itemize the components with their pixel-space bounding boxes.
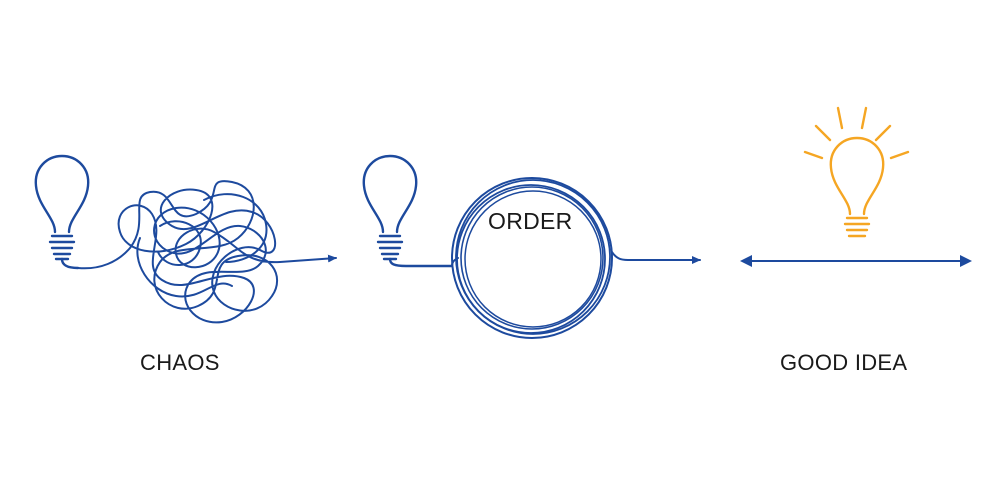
chaos-bulb-icon: [34, 154, 90, 270]
chaos-label: CHAOS: [140, 350, 220, 375]
chaos-scribble: [77, 180, 337, 324]
good-idea-label: GOOD IDEA: [780, 350, 908, 375]
order-label: ORDER: [488, 208, 573, 234]
idea-bulb-icon: [803, 106, 910, 238]
order-bulb-icon: [362, 154, 454, 268]
idea-double-arrow: [740, 255, 972, 267]
order-coil-circle: [451, 177, 613, 339]
order-arrow: [611, 251, 701, 264]
